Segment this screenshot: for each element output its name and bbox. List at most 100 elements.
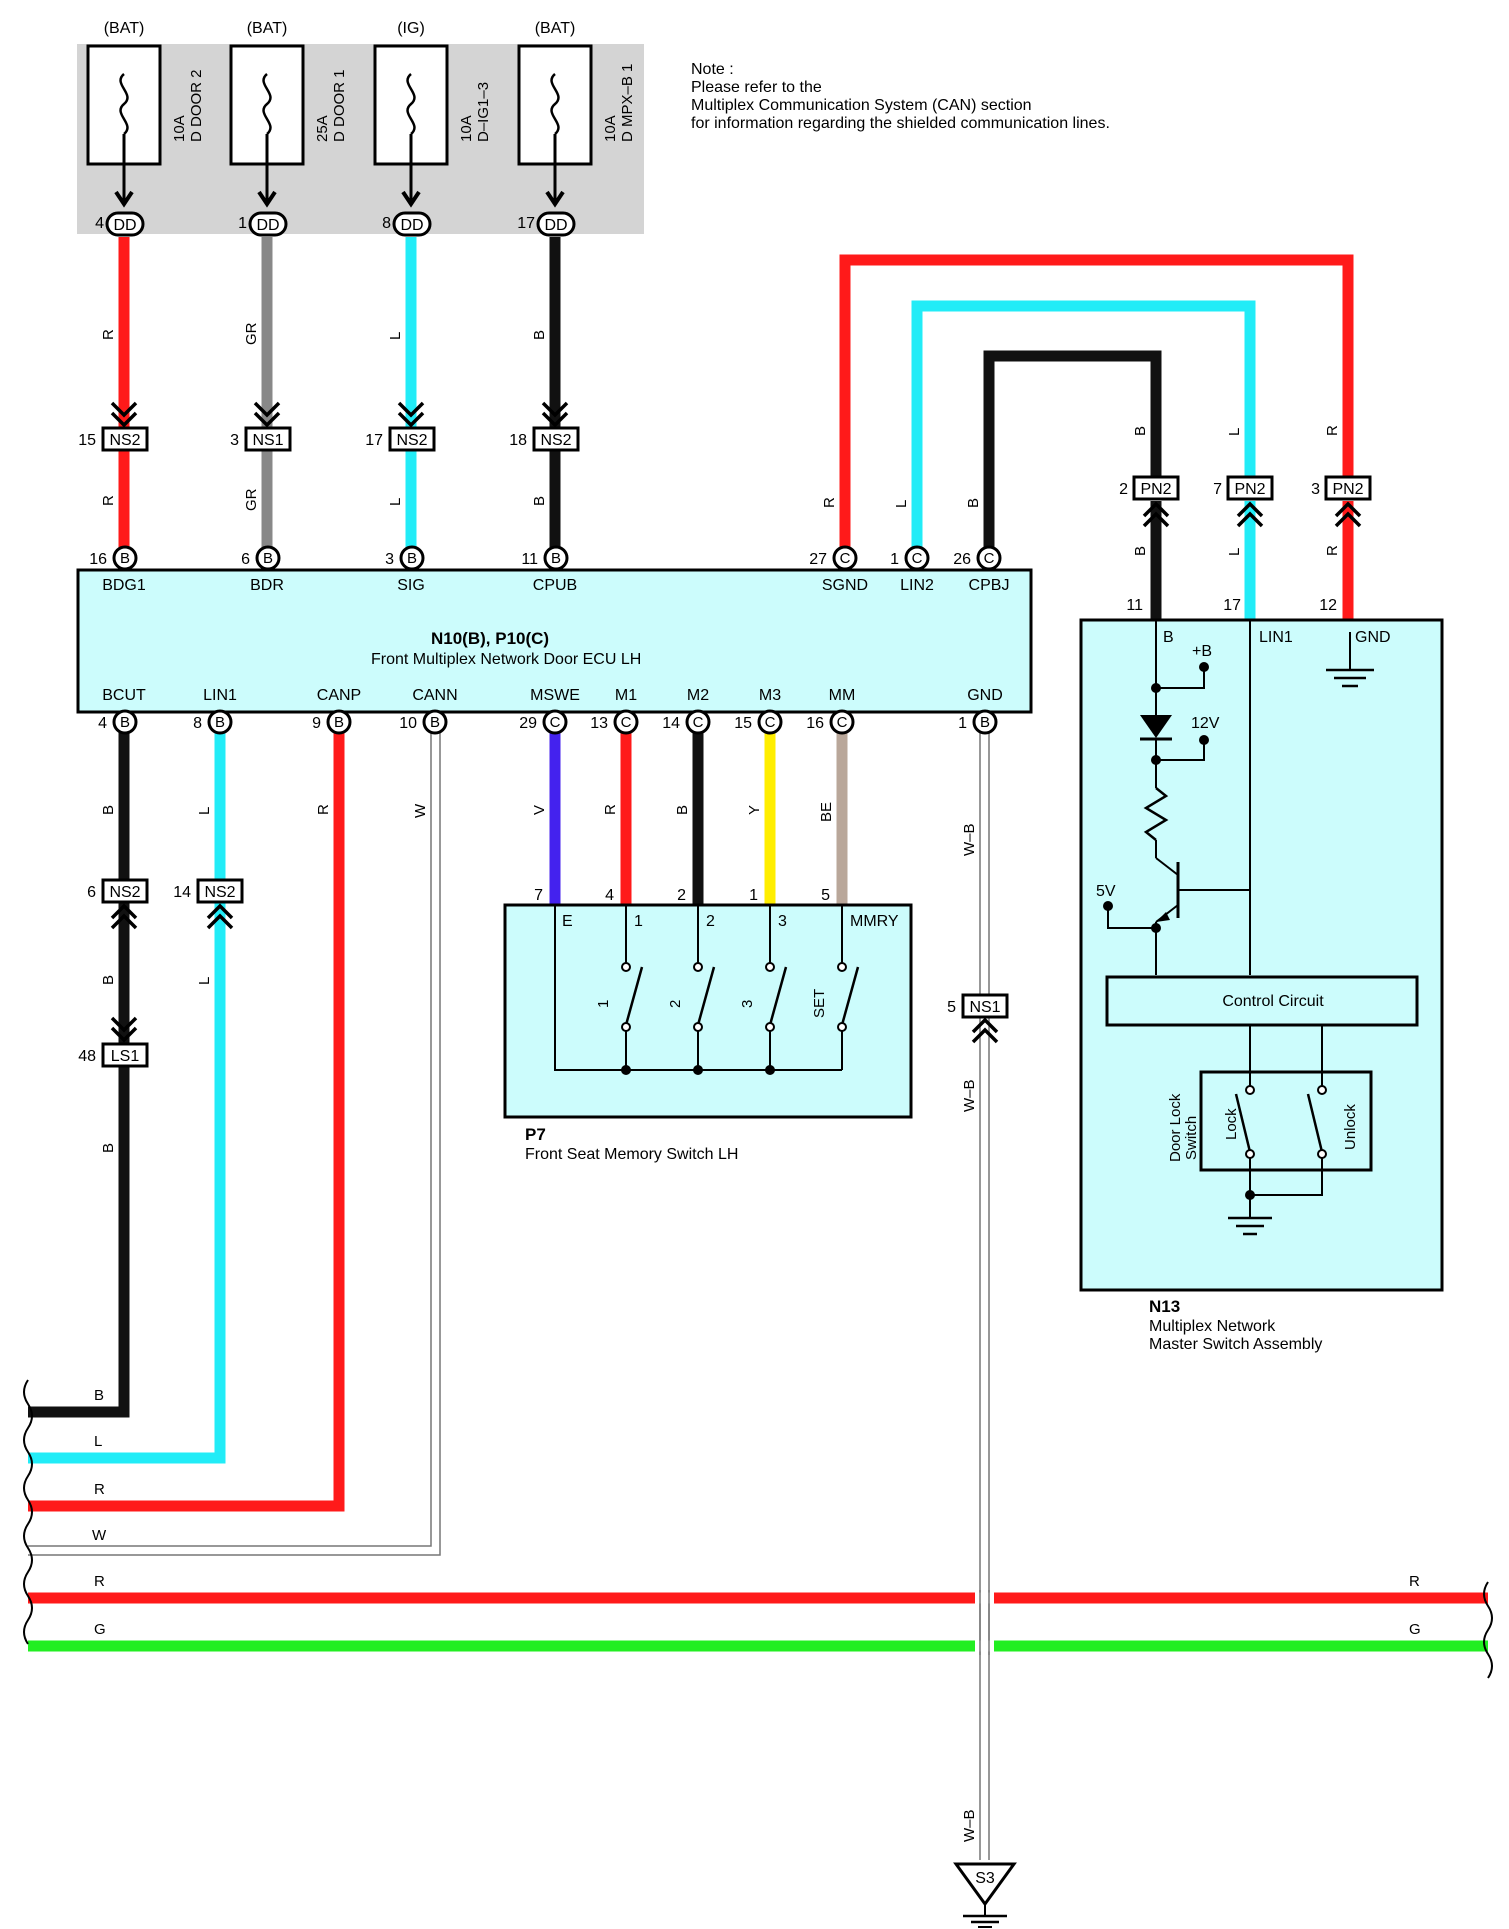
svg-text:L: L <box>387 332 404 340</box>
svg-text:SET: SET <box>811 989 828 1018</box>
svg-text:3: 3 <box>778 913 787 930</box>
svg-text:E: E <box>562 913 573 930</box>
svg-text:C: C <box>984 550 995 567</box>
svg-text:Multiplex Communication System: Multiplex Communication System (CAN) sec… <box>691 97 1032 114</box>
svg-text:11: 11 <box>521 551 538 568</box>
fuse-d-mpx-b1: (BAT) 10A D MPX–B 1 17 <box>517 20 636 232</box>
svg-text:(BAT): (BAT) <box>104 20 145 37</box>
svg-text:M2: M2 <box>687 687 709 704</box>
svg-text:7: 7 <box>534 887 543 904</box>
svg-text:(BAT): (BAT) <box>247 20 288 37</box>
master-switch-assembly: 11 17 12 B LIN1 GND +B 12V 5 <box>1079 597 1444 1353</box>
svg-text:W–B: W–B <box>961 1809 978 1842</box>
upper-ns-connectors: NS2 NS1 NS2 NS2 15 3 17 18 <box>78 401 580 452</box>
svg-text:for information regarding the: for information regarding the shielded c… <box>691 115 1110 132</box>
svg-text:Front Multiplex Network Door E: Front Multiplex Network Door ECU LH <box>371 651 641 668</box>
svg-text:2: 2 <box>706 913 715 930</box>
svg-text:CANN: CANN <box>412 687 457 704</box>
svg-text:LIN1: LIN1 <box>203 687 237 704</box>
svg-text:14: 14 <box>662 715 680 732</box>
svg-text:2: 2 <box>1119 481 1128 498</box>
svg-text:9: 9 <box>312 715 321 732</box>
svg-text:15: 15 <box>78 432 96 449</box>
svg-text:B: B <box>334 714 344 731</box>
door-ecu-lh: N10(B), P10(C) Front Multiplex Network D… <box>76 568 1033 714</box>
svg-text:NS1: NS1 <box>969 999 1000 1016</box>
svg-text:5: 5 <box>947 999 956 1016</box>
svg-text:18: 18 <box>509 432 527 449</box>
svg-text:B: B <box>407 550 417 567</box>
svg-text:MSWE: MSWE <box>530 687 580 704</box>
svg-text:5V: 5V <box>1096 883 1116 900</box>
svg-text:CPBJ: CPBJ <box>969 577 1010 594</box>
svg-text:NS2: NS2 <box>109 884 140 901</box>
svg-text:Note :: Note : <box>691 61 734 78</box>
note: Note : Please refer to the Multiplex Com… <box>691 61 1110 132</box>
svg-text:17: 17 <box>1223 597 1241 614</box>
lower-connectors: NS2 NS2 6 14 LS1 48 NS1 5 <box>78 878 1009 1068</box>
svg-text:GR: GR <box>243 322 260 345</box>
svg-text:(BAT): (BAT) <box>535 20 576 37</box>
svg-text:10A: 10A <box>458 115 475 142</box>
lower-wire-labels: B L R W V R B Y BE W–B B L B W–B W–B B L… <box>92 802 1421 1842</box>
svg-text:DD: DD <box>544 217 567 234</box>
fuse-d-door-2: (BAT) 10A D DOOR 2 4 <box>86 20 205 232</box>
svg-text:B: B <box>263 550 273 567</box>
svg-text:D DOOR 1: D DOOR 1 <box>331 69 348 142</box>
front-seat-memory-switch: 7 4 2 1 5 E 1 2 3 MMRY 1 2 <box>503 887 913 1163</box>
svg-text:NS2: NS2 <box>396 432 427 449</box>
svg-text:Multiplex Network: Multiplex Network <box>1149 1318 1276 1335</box>
svg-text:B: B <box>674 805 691 815</box>
svg-text:26: 26 <box>953 551 971 568</box>
svg-text:W–B: W–B <box>961 1079 978 1112</box>
svg-text:Please refer to the: Please refer to the <box>691 79 822 96</box>
svg-text:LIN2: LIN2 <box>900 577 934 594</box>
svg-text:B: B <box>531 496 548 506</box>
svg-text:1: 1 <box>958 715 967 732</box>
svg-text:10A: 10A <box>171 115 188 142</box>
svg-text:DD: DD <box>256 217 279 234</box>
svg-text:4: 4 <box>98 715 107 732</box>
svg-text:R: R <box>94 1481 105 1498</box>
svg-text:+B: +B <box>1192 643 1212 660</box>
svg-text:L: L <box>387 498 404 506</box>
svg-text:N13: N13 <box>1149 1297 1180 1316</box>
svg-text:C: C <box>621 714 632 731</box>
dd-connectors: DD DD DD DD <box>105 190 576 237</box>
svg-text:LS1: LS1 <box>111 1048 140 1065</box>
svg-text:M1: M1 <box>615 687 637 704</box>
svg-text:V: V <box>531 805 548 815</box>
svg-text:NS2: NS2 <box>204 884 235 901</box>
svg-text:C: C <box>840 550 851 567</box>
ground-s3: S3 <box>953 1862 1017 1928</box>
svg-text:R: R <box>94 1573 105 1590</box>
svg-text:13: 13 <box>590 715 608 732</box>
svg-text:(IG): (IG) <box>397 20 425 37</box>
svg-text:1: 1 <box>238 215 247 232</box>
svg-text:C: C <box>765 714 776 731</box>
svg-text:B: B <box>965 498 982 508</box>
svg-text:B: B <box>430 714 440 731</box>
svg-text:R: R <box>821 497 838 508</box>
ecu-top-pins: B B B B C C C 16 6 3 11 27 1 26 <box>89 545 1002 571</box>
svg-text:B: B <box>215 714 225 731</box>
svg-text:15: 15 <box>734 715 752 732</box>
svg-text:D MPX–B 1: D MPX–B 1 <box>619 64 636 142</box>
svg-text:3: 3 <box>739 1000 756 1008</box>
svg-text:N10(B), P10(C): N10(B), P10(C) <box>431 629 549 648</box>
svg-text:MMRY: MMRY <box>850 913 899 930</box>
svg-text:PN2: PN2 <box>1140 481 1171 498</box>
svg-text:2: 2 <box>677 887 686 904</box>
svg-text:R: R <box>315 804 332 815</box>
svg-text:GND: GND <box>1355 629 1391 646</box>
svg-text:S3: S3 <box>975 1870 995 1887</box>
svg-text:1: 1 <box>749 887 758 904</box>
svg-text:B: B <box>120 714 130 731</box>
svg-text:48: 48 <box>78 1048 96 1065</box>
break-markers <box>23 1379 1493 1679</box>
svg-text:12: 12 <box>1319 597 1337 614</box>
svg-text:SGND: SGND <box>822 577 868 594</box>
svg-text:BDR: BDR <box>250 577 284 594</box>
svg-text:B: B <box>531 330 548 340</box>
